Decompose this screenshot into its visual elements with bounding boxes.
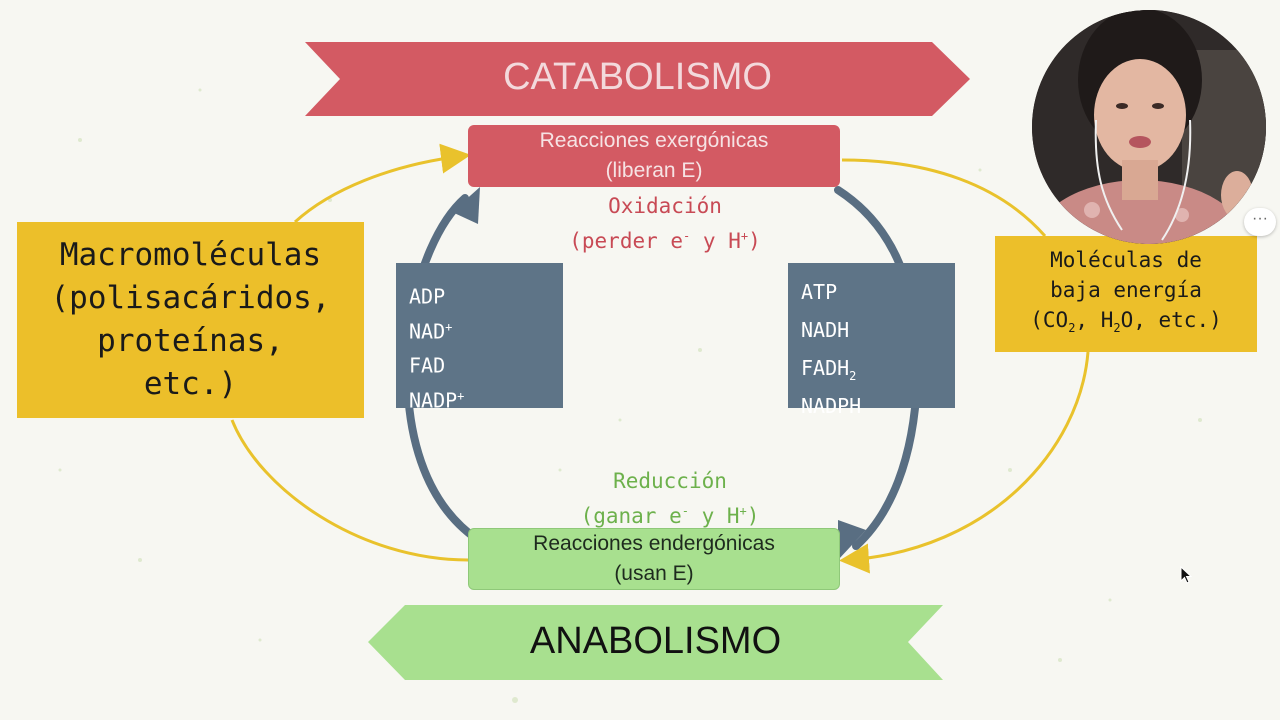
- carrier-item: FADH2: [801, 356, 857, 383]
- background-speckles: [58, 88, 1202, 703]
- reduction-label: Reducción (ganar e- y H+): [545, 466, 795, 531]
- carrier-item: ATP: [801, 280, 838, 304]
- carrier-item: NADPH: [801, 394, 862, 418]
- exergonic-subtitle: (liberan E): [605, 159, 703, 182]
- anabolism-label: ANABOLISMO: [529, 620, 782, 662]
- anabolism-banner: [368, 605, 943, 680]
- right-carrier-arrowhead: [838, 520, 866, 560]
- cycle-line-left-top: [293, 143, 471, 224]
- endergonic-subtitle: (usan E): [614, 562, 694, 585]
- macromolecules-line-2: (polisacáridos,: [50, 280, 331, 316]
- low-energy-molecules-box: Moléculas de baja energía (CO2, H2O, etc…: [995, 236, 1257, 352]
- low-energy-line-3: (CO2, H2O, etc.): [1030, 307, 1222, 336]
- reduced-carriers-box: ATP NADH FADH2 NADPH: [788, 263, 955, 418]
- oxidation-detail: (perder e- y H+): [569, 229, 761, 253]
- left-carrier-arrowhead: [452, 187, 480, 224]
- low-energy-line-1: Moléculas de: [1050, 247, 1202, 272]
- oxidation-label: Oxidación (perder e- y H+): [540, 191, 790, 256]
- carrier-item: NADH: [801, 318, 850, 342]
- macromolecules-box: Macromoléculas (polisacáridos, proteínas…: [17, 222, 364, 418]
- reduction-detail: (ganar e- y H+): [580, 504, 760, 528]
- endergonic-title: Reacciones endergónicas: [533, 532, 775, 555]
- carrier-item: NAD+: [409, 319, 453, 344]
- oxidation-title: Oxidación: [608, 194, 722, 218]
- exergonic-title: Reacciones exergónicas: [539, 129, 769, 152]
- oxidized-carriers-box: ADP NAD+ FAD NADP+: [396, 263, 563, 413]
- exergonic-reactions-box: Reacciones exergónicas (liberan E): [468, 125, 840, 187]
- reduction-title: Reducción: [613, 469, 727, 493]
- endergonic-reactions-box: Reacciones endergónicas (usan E): [468, 528, 840, 590]
- carrier-item: ADP: [409, 284, 446, 309]
- carrier-item: FAD: [409, 353, 446, 378]
- macromolecules-line-3: proteínas,: [97, 323, 284, 359]
- mouse-cursor-icon: [1180, 566, 1193, 584]
- carrier-item: NADP+: [409, 388, 465, 413]
- presenter-silhouette: [1032, 10, 1266, 244]
- catabolism-banner: [305, 42, 970, 116]
- cycle-line-left-bottom: [230, 419, 469, 562]
- cycle-line-right-top: [841, 158, 1047, 237]
- low-energy-line-2: baja energía: [1050, 277, 1202, 302]
- macromolecules-line-4: etc.): [143, 366, 238, 402]
- presenter-webcam: [1032, 10, 1266, 244]
- catabolism-label: CATABOLISMO: [503, 56, 772, 98]
- more-options-button[interactable]: ···: [1244, 208, 1276, 236]
- cycle-line-right-bottom: [839, 351, 1090, 574]
- macromolecules-line-1: Macromoléculas: [59, 237, 322, 273]
